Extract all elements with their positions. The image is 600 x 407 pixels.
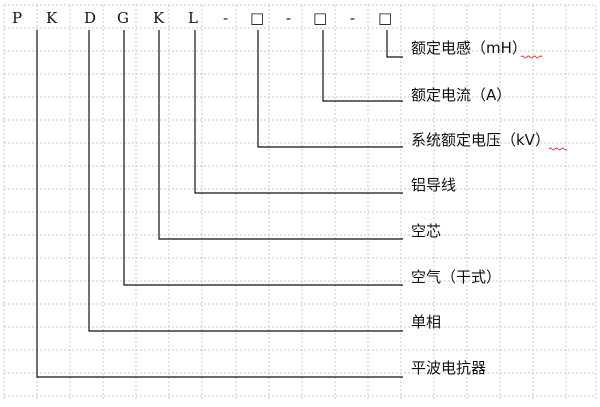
code-letter-d: D bbox=[84, 9, 96, 27]
code-letter-g: G bbox=[117, 9, 129, 27]
spellcheck-underlines bbox=[520, 55, 568, 151]
meaning-labels: 额定电感（mH） 额定电流（A） 系统额定电压（kV） 铝导线 空芯 空气（干式… bbox=[411, 39, 550, 377]
label-dry-type: 空气（干式） bbox=[411, 268, 501, 286]
label-system-rated-voltage: 系统额定电压（kV） bbox=[411, 131, 550, 149]
label-rated-current: 额定电流（A） bbox=[411, 86, 511, 104]
label-rated-inductance: 额定电感（mH） bbox=[411, 39, 527, 57]
squiggle-kv bbox=[548, 147, 568, 151]
code-letter-k-2: K bbox=[153, 9, 165, 27]
leader-smoothing-reactor bbox=[36, 30, 403, 378]
leader-inductance bbox=[386, 30, 403, 58]
code-placeholder-voltage: □ bbox=[250, 9, 264, 27]
code-separator-3: - bbox=[350, 9, 355, 27]
leader-aluminum-wire bbox=[194, 30, 403, 194]
code-placeholder-current: □ bbox=[313, 9, 327, 27]
label-air-core: 空芯 bbox=[411, 222, 441, 240]
code-letter-l: L bbox=[188, 9, 198, 27]
leader-current bbox=[322, 30, 403, 102]
background-grid bbox=[3, 4, 597, 400]
code-letter-p: P bbox=[12, 9, 22, 27]
leader-single-phase bbox=[88, 30, 403, 332]
leader-dry-type bbox=[123, 30, 403, 286]
label-aluminum-wire: 铝导线 bbox=[411, 176, 456, 194]
label-smoothing-reactor: 平波电抗器 bbox=[411, 359, 486, 377]
label-single-phase: 单相 bbox=[411, 313, 441, 331]
leader-air-core bbox=[158, 30, 403, 240]
squiggle-mh bbox=[520, 55, 543, 59]
code-separator-2: - bbox=[286, 9, 291, 27]
model-code-row: P K D G K L - □ - □ - □ bbox=[12, 9, 392, 27]
leader-lines bbox=[36, 30, 403, 378]
code-letter-k-1: K bbox=[46, 9, 58, 27]
code-separator-1: - bbox=[223, 9, 228, 27]
leader-voltage bbox=[257, 30, 403, 148]
code-placeholder-inductance: □ bbox=[378, 9, 392, 27]
